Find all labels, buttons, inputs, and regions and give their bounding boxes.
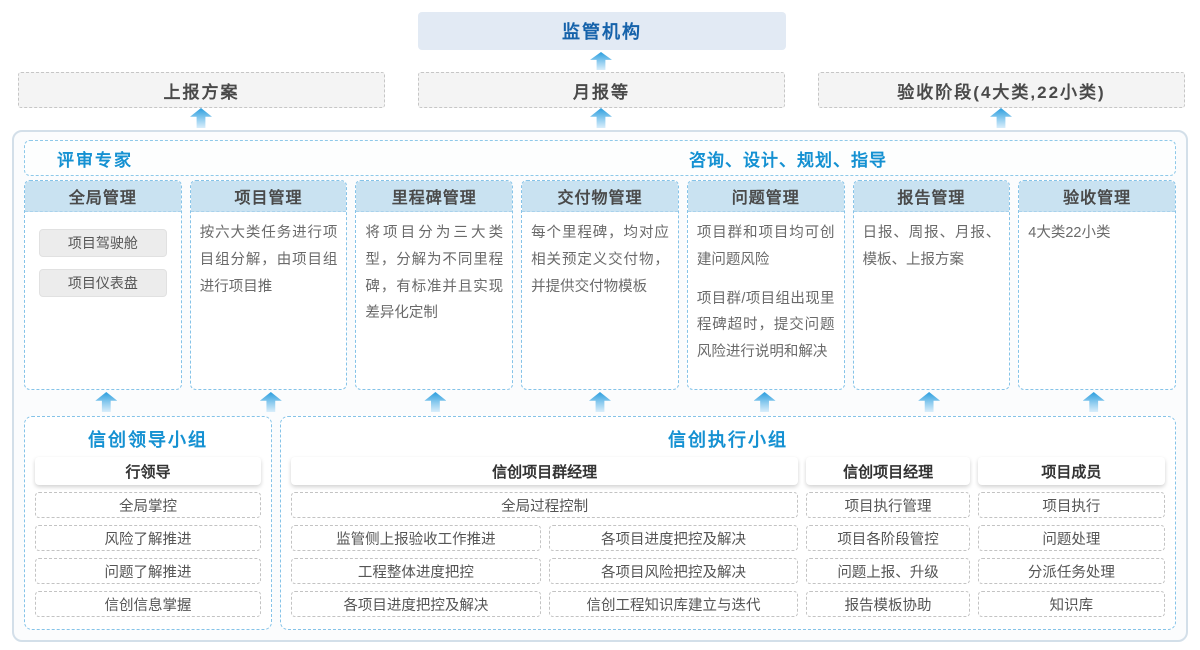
column-arrow-row xyxy=(24,392,1176,412)
exec-group: 信创执行小组 信创项目群经理全局过程控制监管侧上报验收工作推进各项目进度把控及解… xyxy=(280,416,1176,630)
column-description: 每个里程碑，均对应相关预定义交付物，并提供交付物模板 xyxy=(531,225,669,295)
program-manager-task-item: 信创工程知识库建立与迭代 xyxy=(548,591,799,617)
column-report: 报告管理日报、周报、月报、模板、上报方案 xyxy=(852,180,1011,390)
leader-task-item: 全局掌控 xyxy=(35,492,261,518)
column-description: 项目群和项目均可创建问题风险 xyxy=(696,225,835,268)
project-manager-column: 信创项目经理项目执行管理项目各阶段管控问题上报、升级报告模板协助 xyxy=(806,457,970,617)
up-arrow-to-report xyxy=(918,392,941,412)
up-arrow-to-regulator xyxy=(590,52,612,70)
program-manager-task-item: 各项目进度把控及解决 xyxy=(548,525,799,551)
advisor-band-right-label: 咨询、设计、规划、指导 xyxy=(689,150,887,170)
column-body-issue: 项目群和项目均可创建问题风险项目群/项目组出现里程碑超时，提交问题风险进行说明和… xyxy=(688,212,844,384)
up-arrow-to-project xyxy=(259,392,282,412)
column-title-global: 全局管理 xyxy=(25,181,181,212)
column-description: 项目群/项目组出现里程碑超时，提交问题风险进行说明和解决 xyxy=(696,290,835,361)
arrow-cell-project xyxy=(189,392,354,412)
leader-group-title: 信创领导小组 xyxy=(88,430,208,450)
column-description: 按六大类任务进行项目组分解，由项目组进行项目推 xyxy=(199,225,338,295)
leader-group-items: 行领导全局掌控风险了解推进问题了解推进信创信息掌握 xyxy=(35,457,261,617)
member-task-item: 问题处理 xyxy=(977,525,1165,551)
column-title-project: 项目管理 xyxy=(190,181,347,212)
feature-chip: 项目驾驶舱 xyxy=(39,229,167,257)
up-arrow-to-issue xyxy=(753,392,776,412)
advisor-band-left-label: 评审专家 xyxy=(57,150,133,170)
column-body-acceptance: 4大类22小类 xyxy=(1019,212,1175,265)
arrow-cell-milestone xyxy=(353,392,518,412)
column-deliverable: 交付物管理每个里程碑，均对应相关预定义交付物，并提供交付物模板 xyxy=(521,180,679,390)
top-output-box: 验收阶段(4大类,22小类) xyxy=(818,72,1185,108)
column-title-issue: 问题管理 xyxy=(687,181,844,212)
column-description: 4大类22小类 xyxy=(1028,225,1111,241)
leader-task-item: 风险了解推进 xyxy=(35,525,261,551)
up-arrow-to-output xyxy=(190,108,212,128)
up-arrow-to-milestone xyxy=(424,392,447,412)
member-role-header: 项目成员 xyxy=(977,457,1165,485)
member-column: 项目成员项目执行问题处理分派任务处理知识库 xyxy=(977,457,1165,617)
program-manager-full-item: 全局过程控制 xyxy=(291,492,799,518)
project-manager-task-item: 项目执行管理 xyxy=(806,492,970,518)
column-description: 将项目分为三大类型，分解为不同里程碑，有标准并且实现差异化定制 xyxy=(365,225,504,322)
regulator-box: 监管机构 xyxy=(418,12,786,50)
exec-group-title: 信创执行小组 xyxy=(668,430,788,450)
column-body-global: 项目驾驶舱项目仪表盘 xyxy=(25,212,181,315)
up-arrow-to-global xyxy=(95,392,118,412)
program-manager-role-header: 信创项目群经理 xyxy=(291,457,799,485)
column-title-report: 报告管理 xyxy=(853,181,1010,212)
advisor-band: 评审专家 咨询、设计、规划、指导 xyxy=(24,140,1176,176)
program-manager-task-item: 监管侧上报验收工作推进 xyxy=(291,525,541,551)
up-arrow-to-acceptance xyxy=(1082,392,1105,412)
column-title-acceptance: 验收管理 xyxy=(1019,181,1175,212)
feature-chip: 项目仪表盘 xyxy=(39,269,167,297)
column-description: 日报、周报、月报、模板、上报方案 xyxy=(862,225,1001,268)
column-title-deliverable: 交付物管理 xyxy=(522,181,678,212)
up-arrow-to-output xyxy=(990,108,1012,128)
program-manager-task-item: 工程整体进度把控 xyxy=(291,558,541,584)
arrow-cell-deliverable xyxy=(518,392,683,412)
top-output-box: 上报方案 xyxy=(18,72,385,108)
leader-role-header: 行领导 xyxy=(35,457,261,485)
column-body-report: 日报、周报、月报、模板、上报方案 xyxy=(854,212,1010,292)
member-task-item: 项目执行 xyxy=(977,492,1165,518)
program-manager-column: 信创项目群经理全局过程控制监管侧上报验收工作推进各项目进度把控及解决工程整体进度… xyxy=(291,457,799,617)
column-project: 项目管理按六大类任务进行项目组分解，由项目组进行项目推 xyxy=(189,180,348,390)
exec-group-columns: 信创项目群经理全局过程控制监管侧上报验收工作推进各项目进度把控及解决工程整体进度… xyxy=(291,457,1165,617)
arrow-cell-global xyxy=(24,392,189,412)
arrow-cell-report xyxy=(847,392,1012,412)
column-acceptance: 验收管理 4大类22小类 xyxy=(1018,180,1176,390)
leader-task-item: 问题了解推进 xyxy=(35,558,261,584)
up-arrow-to-deliverable xyxy=(588,392,611,412)
management-columns: 全局管理项目驾驶舱项目仪表盘项目管理按六大类任务进行项目组分解，由项目组进行项目… xyxy=(24,180,1176,390)
program-manager-task-item: 各项目风险把控及解决 xyxy=(548,558,799,584)
project-manager-role-header: 信创项目经理 xyxy=(806,457,970,485)
column-body-deliverable: 每个里程碑，均对应相关预定义交付物，并提供交付物模板 xyxy=(522,212,678,318)
leader-group: 信创领导小组 行领导全局掌控风险了解推进问题了解推进信创信息掌握 xyxy=(24,416,272,630)
column-title-milestone: 里程碑管理 xyxy=(356,181,513,212)
platform-container: 评审专家 咨询、设计、规划、指导 全局管理项目驾驶舱项目仪表盘项目管理按六大类任… xyxy=(12,130,1188,642)
project-manager-task-item: 报告模板协助 xyxy=(806,591,970,617)
column-issue: 问题管理项目群和项目均可创建问题风险项目群/项目组出现里程碑超时，提交问题风险进… xyxy=(686,180,845,390)
arrow-cell-issue xyxy=(682,392,847,412)
column-global: 全局管理项目驾驶舱项目仪表盘 xyxy=(24,180,182,390)
arrow-cell-acceptance xyxy=(1011,392,1176,412)
top-output-box: 月报等 xyxy=(418,72,785,108)
column-body-project: 按六大类任务进行项目组分解，由项目组进行项目推 xyxy=(191,212,347,318)
member-task-item: 分派任务处理 xyxy=(977,558,1165,584)
project-manager-task-item: 项目各阶段管控 xyxy=(806,525,970,551)
member-task-item: 知识库 xyxy=(977,591,1165,617)
up-arrow-to-output xyxy=(590,108,612,128)
column-milestone: 里程碑管理将项目分为三大类型，分解为不同里程碑，有标准并且实现差异化定制 xyxy=(355,180,514,390)
program-manager-task-item: 各项目进度把控及解决 xyxy=(291,591,541,617)
column-body-milestone: 将项目分为三大类型，分解为不同里程碑，有标准并且实现差异化定制 xyxy=(356,212,512,345)
leader-task-item: 信创信息掌握 xyxy=(35,591,261,617)
project-manager-task-item: 问题上报、升级 xyxy=(806,558,970,584)
bottom-groups: 信创领导小组 行领导全局掌控风险了解推进问题了解推进信创信息掌握 信创执行小组 … xyxy=(24,416,1176,630)
